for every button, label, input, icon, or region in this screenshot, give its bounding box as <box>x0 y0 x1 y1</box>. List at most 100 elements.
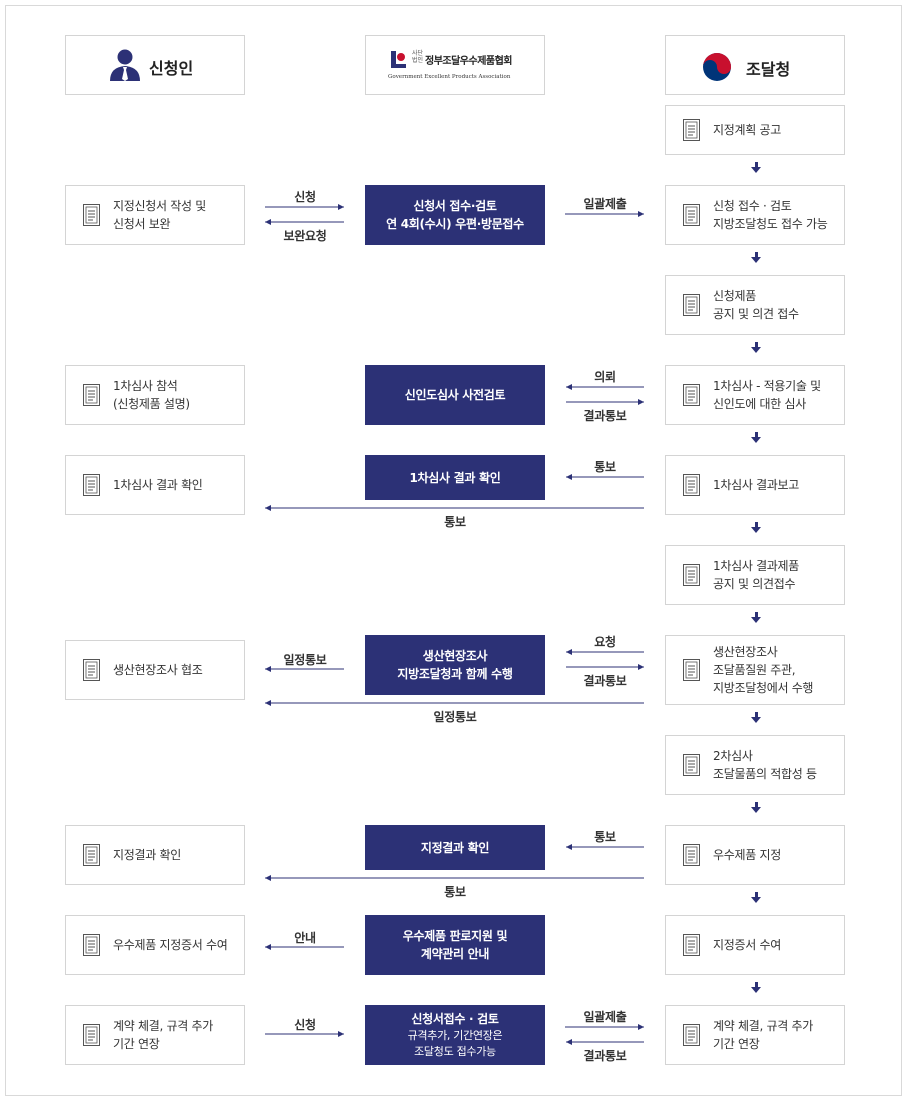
label-apply: 신청 <box>294 190 316 204</box>
applicant-step-first-review-attend: 1차심사 참석 (신청제품 설명) <box>65 365 245 425</box>
step-text: 계약 체결, 규격 추가 기간 연장 <box>113 1019 213 1051</box>
association-name: 정부조달우수제품협회 <box>425 56 513 67</box>
step-text: 신청 접수 · 검토 지방조달청도 접수 가능 <box>713 199 828 231</box>
association-step-sales-support: 우수제품 판로지원 및 계약관리 안내 <box>365 915 545 975</box>
step-text: 우수제품 지정증서 수여 <box>113 938 228 952</box>
down-arrow-icon <box>751 342 761 353</box>
document-icon <box>683 754 700 776</box>
pps-step-designation: 우수제품 지정 <box>665 825 845 885</box>
step-text: 1차심사 결과 확인 <box>113 478 203 492</box>
applicant-step-designation-result: 지정결과 확인 <box>65 825 245 885</box>
down-arrow-icon <box>751 712 761 723</box>
pps-step-receipt-review: 신청 접수 · 검토 지방조달청도 접수 가능 <box>665 185 845 245</box>
label-result-notice3: 결과통보 <box>583 1049 627 1063</box>
step-text: 1차심사 - 적용기술 및 신인도에 대한 심사 <box>713 379 821 411</box>
person-icon <box>110 49 140 81</box>
header-association: 사단 법인 정부조달우수제품협회 Government Excellent Pr… <box>365 35 545 95</box>
label-guide: 안내 <box>294 931 316 945</box>
step-text: 지정증서 수여 <box>713 938 781 952</box>
document-icon <box>683 384 700 406</box>
step-text: 계약 체결, 규격 추가 기간 연장 <box>713 1019 813 1051</box>
document-icon <box>83 934 100 956</box>
association-step-contract-receipt: 신청서접수 · 검토 규격추가, 기간연장은 조달청도 접수가능 <box>365 1005 545 1065</box>
label-notice3-long: 통보 <box>444 885 466 899</box>
step-text: 지정결과 확인 <box>113 848 181 862</box>
association-logo-icon <box>391 51 406 68</box>
label-notice-long: 통보 <box>444 515 466 529</box>
down-arrow-icon <box>751 162 761 173</box>
step-text: 생산현장조사 협조 <box>113 663 203 677</box>
down-arrow-icon <box>751 982 761 993</box>
header-pps: 조달청 <box>665 35 845 95</box>
association-step-designation-result: 지정결과 확인 <box>365 825 545 870</box>
document-icon <box>683 934 700 956</box>
label-result-notice: 결과통보 <box>583 409 627 423</box>
pps-step-first-review: 1차심사 - 적용기술 및 신인도에 대한 심사 <box>665 365 845 425</box>
pps-step-second-review: 2차심사 조달물품의 적합성 등 <box>665 735 845 795</box>
label-apply2: 신청 <box>294 1018 316 1032</box>
step-text: 생산현장조사 조달품질원 주관, 지방조달청에서 수행 <box>713 645 814 695</box>
association-step-receipt-review: 신청서 접수·검토 연 4회(수시) 우편·방문접수 <box>365 185 545 245</box>
label-req2: 요청 <box>594 635 616 649</box>
document-icon <box>683 844 700 866</box>
document-icon <box>83 844 100 866</box>
down-arrow-icon <box>751 522 761 533</box>
label-schedule-notice-long: 일정통보 <box>433 710 477 724</box>
label-result-notice-2: 결과통보 <box>583 674 627 688</box>
applicant-step-site-inspection: 생산현장조사 협조 <box>65 640 245 700</box>
pps-step-site-inspection: 생산현장조사 조달품질원 주관, 지방조달청에서 수행 <box>665 635 845 705</box>
applicant-step-contract: 계약 체결, 규격 추가 기간 연장 <box>65 1005 245 1065</box>
label-request: 의뢰 <box>594 370 616 384</box>
applicant-step-first-review-result: 1차심사 결과 확인 <box>65 455 245 515</box>
label-supplement: 보완요청 <box>283 229 327 243</box>
down-arrow-icon <box>751 612 761 623</box>
step-text: 지정계획 공고 <box>713 123 781 137</box>
document-icon <box>683 204 700 226</box>
document-icon <box>683 474 700 496</box>
step-text: 지정신청서 작성 및 신청서 보완 <box>113 199 206 231</box>
step-text: 신청제품 공지 및 의견 접수 <box>713 289 799 321</box>
pps-step-certificate: 지정증서 수여 <box>665 915 845 975</box>
contract-receipt-sub: 규격추가, 기간연장은 조달청도 접수가능 <box>407 1029 503 1058</box>
step-text: 2차심사 조달물품의 적합성 등 <box>713 749 817 781</box>
association-tag-top: 사단 <box>412 50 424 57</box>
applicant-step-application: 지정신청서 작성 및 신청서 보완 <box>65 185 245 245</box>
association-step-site-inspection: 생산현장조사 지방조달청과 함께 수행 <box>365 635 545 695</box>
document-icon <box>683 564 700 586</box>
document-icon <box>83 474 100 496</box>
association-tag-bottom: 법인 <box>412 57 424 64</box>
down-arrow-icon <box>751 252 761 263</box>
document-icon <box>683 1024 700 1046</box>
label-notice: 통보 <box>594 460 616 474</box>
association-step-credibility-prereview: 신인도심사 사전검토 <box>365 365 545 425</box>
label-schedule-notice: 일정통보 <box>283 653 327 667</box>
association-english-name: Government Excellent Products Associatio… <box>388 74 511 80</box>
document-icon <box>683 659 700 681</box>
header-applicant: 신청인 <box>65 35 245 95</box>
label-notice3: 통보 <box>594 830 616 844</box>
pps-step-first-review-report: 1차심사 결과보고 <box>665 455 845 515</box>
down-arrow-icon <box>751 802 761 813</box>
pps-taegeuk-logo-icon <box>703 53 731 81</box>
step-text: 1차심사 결과보고 <box>713 478 800 492</box>
document-icon <box>83 1024 100 1046</box>
document-icon <box>683 294 700 316</box>
label-batch-submit2: 일괄제출 <box>583 1010 627 1024</box>
document-icon <box>83 659 100 681</box>
pps-step-announcement: 지정계획 공고 <box>665 105 845 155</box>
step-text: 1차심사 결과제품 공지 및 의견접수 <box>713 559 800 591</box>
association-tag: 사단 법인 <box>412 50 423 64</box>
pps-step-result-notice: 1차심사 결과제품 공지 및 의견접수 <box>665 545 845 605</box>
applicant-step-certificate: 우수제품 지정증서 수여 <box>65 915 245 975</box>
document-icon <box>683 119 700 141</box>
header-applicant-label: 신청인 <box>149 59 194 78</box>
document-icon <box>83 204 100 226</box>
document-icon <box>83 384 100 406</box>
contract-receipt-title: 신청서접수 · 검토 <box>411 1012 499 1026</box>
label-batch-submit: 일괄제출 <box>583 197 627 211</box>
pps-step-contract: 계약 체결, 규격 추가 기간 연장 <box>665 1005 845 1065</box>
diagram-frame <box>5 5 902 1096</box>
step-text: 1차심사 참석 (신청제품 설명) <box>113 379 190 411</box>
association-step-first-review-result: 1차심사 결과 확인 <box>365 455 545 500</box>
